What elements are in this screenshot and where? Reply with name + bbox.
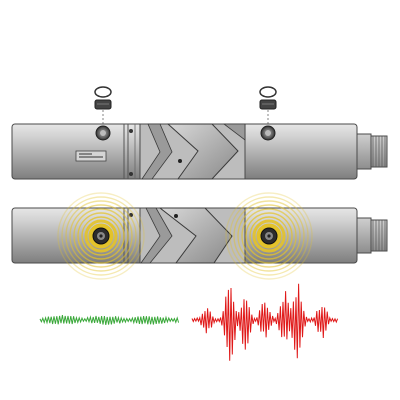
stabilizer-blade-icon: [141, 123, 246, 180]
thread-pin-icon: [370, 135, 388, 168]
bottom-tool: [11, 192, 388, 280]
emitter-ring: [84, 219, 118, 253]
signal-waveform-loud: [191, 283, 339, 361]
sensor-cap-right-icon: [259, 86, 277, 126]
signal-waveform-quiet: [39, 315, 180, 325]
emitter-ring: [65, 200, 137, 272]
sensor-port-left: [95, 125, 111, 141]
sensor-port-right: [260, 125, 276, 141]
emitter-ring: [237, 204, 301, 268]
top-tool: [11, 86, 388, 180]
waveform-trace: [191, 283, 339, 361]
stabilizer-blade-icon: [140, 207, 233, 264]
emitter-ring: [245, 212, 293, 260]
emitter-ring: [61, 196, 141, 276]
emitter-ring: [73, 208, 129, 264]
emitter-ring: [69, 204, 133, 268]
emitter-ring: [229, 196, 309, 276]
sensor-left: [92, 227, 110, 245]
thread-pin-icon: [370, 219, 388, 252]
emitter-ring: [57, 192, 145, 280]
emitter-ring: [249, 216, 289, 256]
emitter-ring: [233, 200, 305, 272]
emitter-ring: [252, 219, 286, 253]
emitter-ring: [77, 212, 125, 260]
emitter-ring: [225, 192, 313, 280]
sensor-right: [260, 227, 278, 245]
tool-label-plate: [75, 150, 107, 162]
waveform-trace: [39, 315, 180, 325]
emitter-ring: [241, 208, 297, 264]
sensor-cap-left-icon: [94, 86, 112, 126]
emitter-ring: [81, 216, 121, 256]
